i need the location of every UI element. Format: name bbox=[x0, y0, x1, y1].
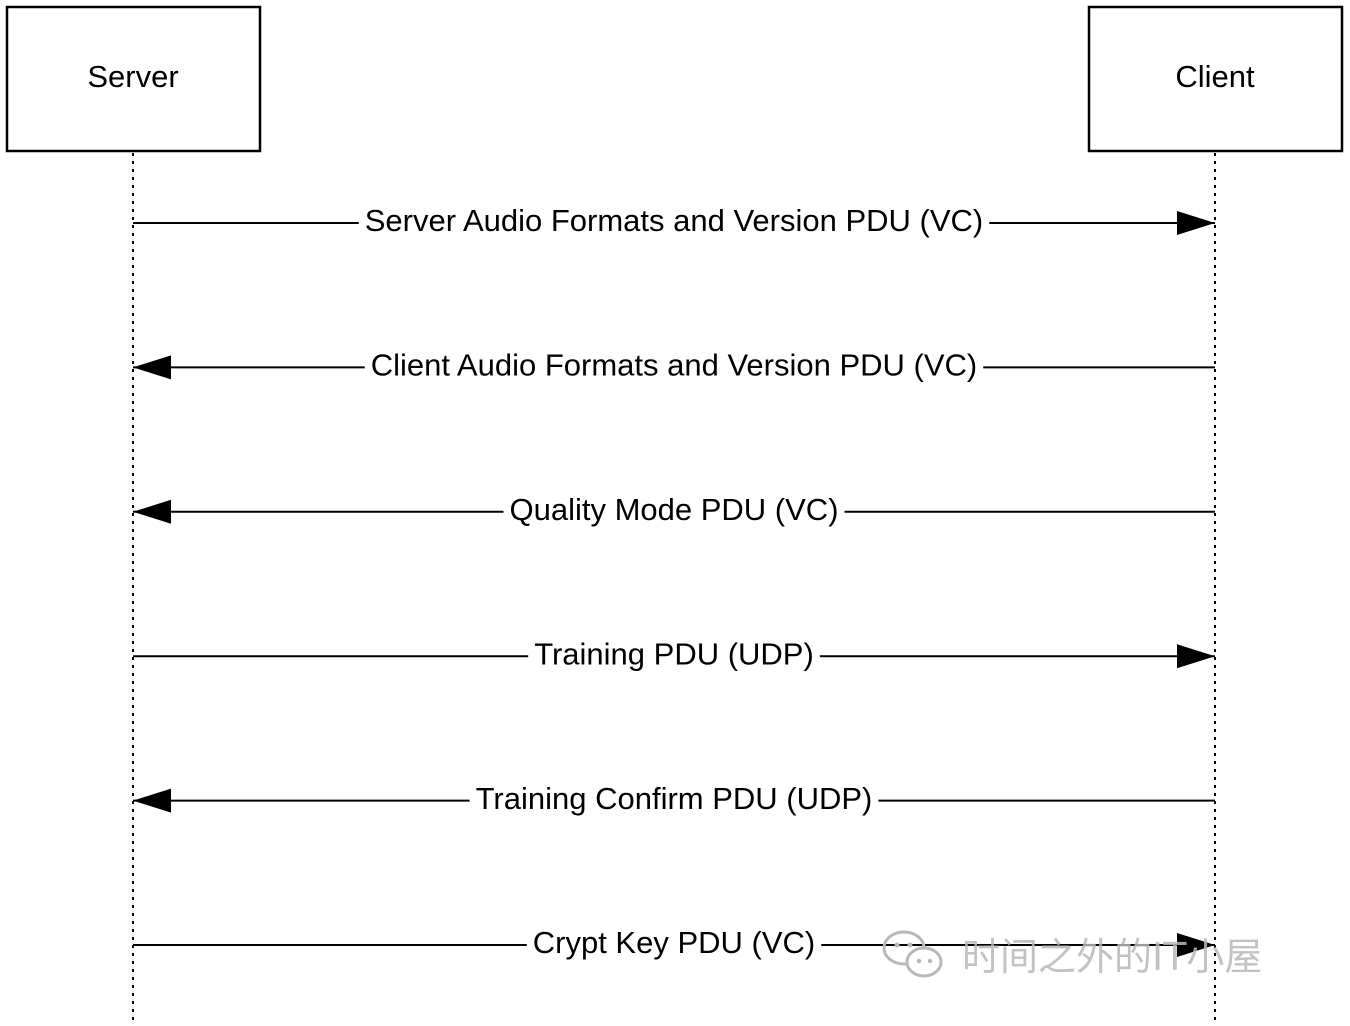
server-label: Server bbox=[87, 59, 178, 94]
message-list: Server Audio Formats and Version PDU (VC… bbox=[133, 203, 1215, 960]
message-label-background bbox=[528, 652, 820, 661]
arrowhead bbox=[1177, 644, 1215, 669]
message-label: Crypt Key PDU (VC) bbox=[533, 925, 815, 960]
arrowhead bbox=[1177, 211, 1215, 235]
server-box bbox=[5, 5, 262, 153]
wechat-icon bbox=[882, 930, 943, 978]
arrowhead bbox=[133, 499, 171, 524]
message-4: Training PDU (UDP) bbox=[133, 636, 1215, 671]
arrowhead bbox=[133, 355, 171, 380]
message-label: Server Audio Formats and Version PDU (VC… bbox=[365, 203, 984, 238]
client-box bbox=[1087, 5, 1344, 153]
participant-server: Server bbox=[5, 5, 262, 153]
message-label-background bbox=[469, 796, 879, 805]
message-3: Quality Mode PDU (VC) bbox=[133, 492, 1215, 527]
message-label-background bbox=[358, 219, 990, 227]
watermark-text: 时间之外的IT小屋 bbox=[962, 935, 1262, 979]
client-label: Client bbox=[1175, 59, 1255, 94]
watermark: 时间之外的IT小屋 bbox=[882, 930, 1262, 979]
message-1: Server Audio Formats and Version PDU (VC… bbox=[133, 203, 1215, 238]
message-label: Training Confirm PDU (UDP) bbox=[476, 781, 873, 816]
message-label-background bbox=[526, 941, 822, 949]
participant-client: Client bbox=[1087, 5, 1344, 153]
message-label-background bbox=[364, 363, 984, 372]
message-5: Training Confirm PDU (UDP) bbox=[133, 781, 1215, 816]
arrowhead bbox=[1177, 933, 1215, 957]
arrowhead bbox=[133, 788, 171, 813]
message-label: Quality Mode PDU (VC) bbox=[509, 492, 838, 527]
message-6: Crypt Key PDU (VC) bbox=[133, 925, 1215, 960]
message-label: Client Audio Formats and Version PDU (VC… bbox=[371, 348, 977, 383]
message-2: Client Audio Formats and Version PDU (VC… bbox=[133, 348, 1215, 383]
message-label: Training PDU (UDP) bbox=[534, 636, 814, 671]
message-label-background bbox=[503, 507, 845, 516]
